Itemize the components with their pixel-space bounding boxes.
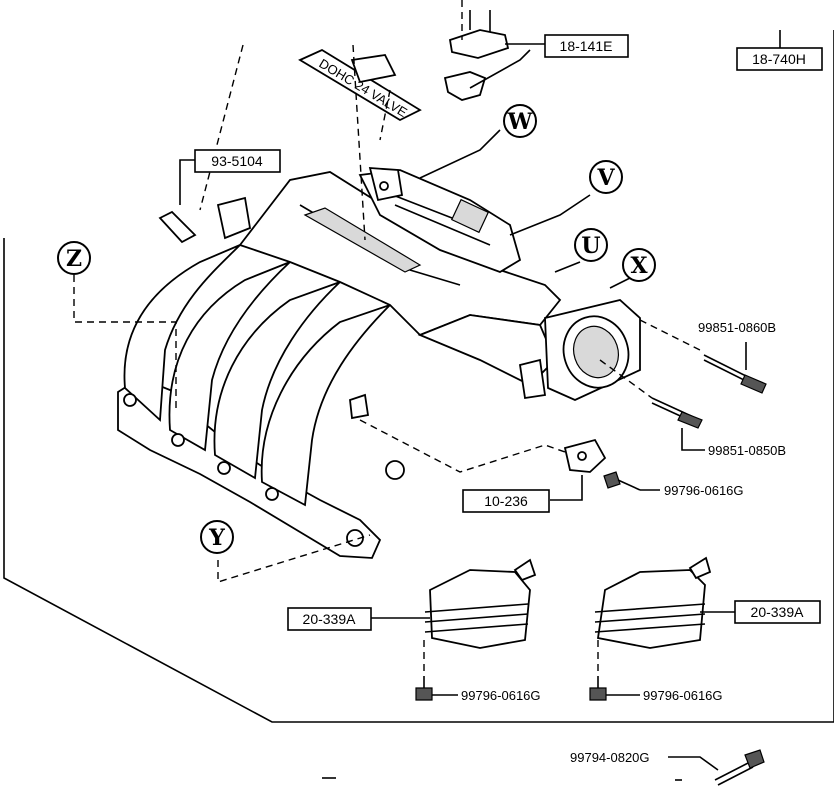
callout-10-236: 10-236 bbox=[462, 489, 550, 513]
bolt-99794-0820G bbox=[714, 749, 765, 786]
callout-93-5104: 93-5104 bbox=[194, 149, 281, 173]
svg-text:Y: Y bbox=[208, 525, 225, 551]
label-99851-0850B: 99851-0850B bbox=[708, 443, 786, 458]
top-bracket-18-141E bbox=[443, 10, 510, 101]
svg-text:X: X bbox=[630, 253, 648, 279]
label-99794-0820G: 99794-0820G bbox=[570, 750, 650, 765]
intake-manifold bbox=[117, 167, 641, 559]
svg-text:18-740H: 18-740H bbox=[752, 51, 806, 67]
callout-18-141E: 18-141E bbox=[544, 34, 629, 58]
border-lines bbox=[3, 30, 834, 723]
marker-Y: Y bbox=[200, 520, 234, 554]
bolt-99796-0616G-a bbox=[603, 471, 641, 491]
svg-text:18-141E: 18-141E bbox=[560, 38, 613, 54]
marker-X: X bbox=[622, 248, 656, 282]
callout-20-339A-right: 20-339A bbox=[734, 600, 821, 624]
svg-text:20-339A: 20-339A bbox=[751, 604, 805, 620]
module-20-339A-left bbox=[424, 558, 537, 649]
module-20-339A-right bbox=[594, 556, 712, 649]
marker-U: U bbox=[574, 228, 608, 262]
marker-W: W bbox=[503, 104, 537, 138]
bolts-modules bbox=[415, 676, 607, 701]
marker-Z: Z bbox=[57, 241, 91, 275]
label-99796-0616G-b: 99796-0616G bbox=[461, 688, 541, 703]
svg-text:V: V bbox=[596, 165, 615, 191]
svg-text:93-5104: 93-5104 bbox=[211, 153, 263, 169]
label-99796-0616G-a: 99796-0616G bbox=[664, 483, 744, 498]
bolt-99851-0850B bbox=[651, 397, 703, 429]
svg-text:W: W bbox=[507, 109, 533, 135]
svg-text:U: U bbox=[581, 233, 600, 259]
svg-text:Z: Z bbox=[66, 246, 82, 272]
callout-20-339A-left: 20-339A bbox=[287, 607, 372, 631]
svg-text:20-339A: 20-339A bbox=[303, 611, 357, 627]
svg-text:10-236: 10-236 bbox=[484, 493, 528, 509]
pipe-93-5104 bbox=[158, 210, 197, 244]
label-99851-0860B: 99851-0860B bbox=[698, 320, 776, 335]
bolt-99851-0860B bbox=[703, 354, 767, 394]
leader-lines bbox=[73, 0, 781, 781]
label-99796-0616G-c: 99796-0616G bbox=[643, 688, 723, 703]
dohc-plate: DOHC 24 VALVE bbox=[298, 48, 422, 122]
marker-V: V bbox=[589, 160, 623, 194]
bracket-10-236 bbox=[563, 438, 607, 473]
callout-18-740H: 18-740H bbox=[736, 47, 823, 71]
